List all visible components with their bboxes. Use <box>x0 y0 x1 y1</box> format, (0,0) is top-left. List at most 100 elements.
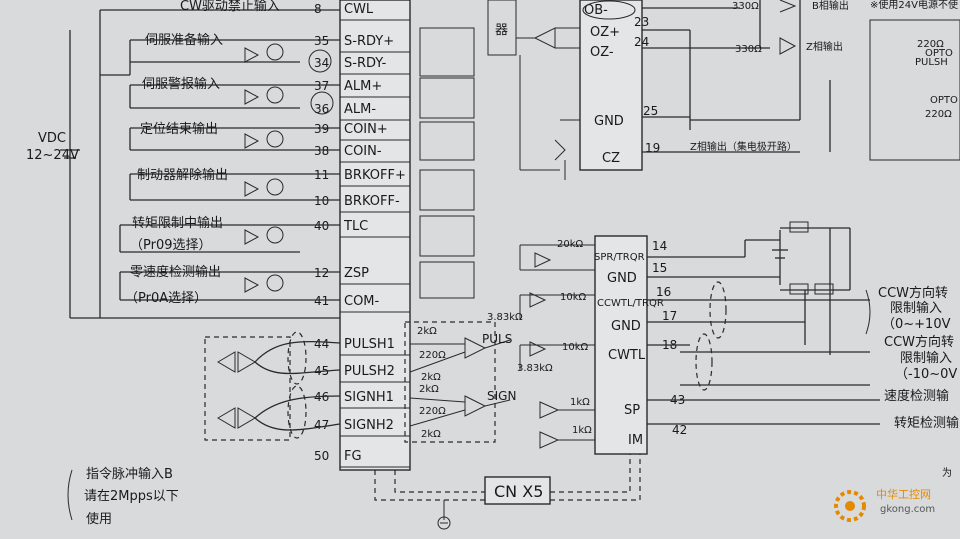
left-pin-label: PULSH1 <box>344 337 395 352</box>
note-line-3: 使用 <box>86 511 112 527</box>
inset-r220-b: 220Ω <box>925 109 952 120</box>
r-330-z: 330Ω <box>735 44 762 55</box>
inset-opto-1: OPTO <box>925 48 953 59</box>
note-line-1: 指令脉冲输入B <box>86 466 173 482</box>
right-pin-number: 15 <box>652 261 667 275</box>
connector-name: CN X5 <box>494 482 543 501</box>
right-pin-label: CCWTL/TRQR <box>597 298 664 309</box>
label-servo-alarm: 伺服警报输入 <box>142 76 220 92</box>
right-pin-number: 19 <box>645 141 660 155</box>
encoder-box-text: 器 <box>495 23 508 38</box>
right-pin-label: SPR/TRQR <box>594 252 645 263</box>
r-383-a: 3.83kΩ <box>487 312 523 323</box>
r-10k-a: 10kΩ <box>560 292 587 303</box>
label-position-done: 定位结束输出 <box>140 121 218 137</box>
right-pin-label: CZ <box>602 151 620 166</box>
left-pin-label: ZSP <box>344 266 369 281</box>
left-pin-number: 50 <box>314 449 329 463</box>
r-1k-a: 1kΩ <box>570 397 590 408</box>
right-pin-label: OZ+ <box>590 25 620 40</box>
right-pin-number: 42 <box>672 423 687 437</box>
left-pin-label: S-RDY+ <box>344 34 394 49</box>
inset-tail: 为 <box>942 467 952 479</box>
left-pin-number: 41 <box>314 294 329 308</box>
ob-circle <box>582 0 636 20</box>
label-cw-drive: CW驱动禁止输入 <box>180 0 280 14</box>
r-220-1: 220Ω <box>419 350 446 361</box>
right-pin-label: GND <box>594 114 624 129</box>
left-pin-label: COIN+ <box>344 122 388 137</box>
pin-34-circle <box>308 49 332 73</box>
cn-x5-box <box>484 476 551 505</box>
left-pin-row: 40 TLC <box>314 219 410 238</box>
left-pin-label: PULSH2 <box>344 364 395 379</box>
left-pin-number: 47 <box>314 418 329 432</box>
left-pin-number: 11 <box>314 168 329 182</box>
label-z-out: Z相输出 <box>806 40 843 53</box>
bracket-ccw <box>865 289 871 335</box>
r-10k-b: 10kΩ <box>562 342 589 353</box>
left-pin-row: 39 COIN+ <box>314 122 410 141</box>
right-wiring <box>642 0 880 425</box>
right-connector-pins: OB-23OZ+24OZ-25GND19CZ14SPR/TRQR15GND16C… <box>584 3 687 448</box>
left-pin-label: COM- <box>344 294 380 309</box>
label-z-open: Z相输出（集电极开路） <box>690 140 797 153</box>
label-torque-limit-param: （Pr09选择） <box>130 238 212 253</box>
line-driver <box>516 27 580 180</box>
right-connector-bottom <box>594 235 648 455</box>
label-cw-tl-2: 限制输入 <box>900 350 952 366</box>
label-cw-tl-1: CCW方向转 <box>884 334 954 350</box>
encoder-box <box>487 0 517 56</box>
left-pin-number: 39 <box>314 122 329 136</box>
left-wiring <box>60 9 340 319</box>
r-2k-4: 2kΩ <box>421 429 441 440</box>
left-pin-label: BRKOFF+ <box>344 168 406 183</box>
inset-r220: 220Ω <box>917 39 944 50</box>
right-pin-label: OZ- <box>590 45 614 60</box>
left-pin-label: TLC <box>343 219 368 234</box>
left-pin-label: COIN- <box>344 144 382 159</box>
left-pin-number: 12 <box>314 266 329 280</box>
pulse-input-circuit <box>204 321 511 443</box>
left-pin-label: ALM- <box>344 102 376 117</box>
inset-note: ※使用24V电源不使 <box>870 0 958 11</box>
right-pin-label: SP <box>624 403 640 418</box>
right-pin-label: IM <box>628 433 643 448</box>
label-servo-ready: 伺服准备输入 <box>145 32 223 48</box>
left-pin-number: 40 <box>314 219 329 233</box>
r-383-b: 3.83kΩ <box>517 363 553 374</box>
label-torque-limit: 转矩限制中输出 <box>132 215 223 231</box>
label-cw-tl-3: （-10~0V <box>895 367 957 382</box>
supply-range: 12~24V <box>26 148 79 163</box>
right-pin-number: 23 <box>634 15 649 29</box>
watermark-logo <box>834 490 866 522</box>
label-ccw-tl-3: （0~+10V <box>882 317 951 332</box>
r-2k-1: 2kΩ <box>417 326 437 337</box>
left-pin-label: ALM+ <box>344 79 382 94</box>
left-pin-row: 41 COM- <box>314 294 410 313</box>
label-b-out: B相输出 <box>812 0 849 12</box>
label-zero-speed: 零速度检测输出 <box>130 264 221 280</box>
label-torque-mon: 转矩检测输 <box>894 415 959 431</box>
label-speed-mon: 速度检测输 <box>884 388 949 404</box>
right-pin-label: OB- <box>584 3 608 18</box>
inset-box <box>869 19 960 161</box>
left-pin-label: BRKOFF- <box>344 194 400 209</box>
inset-pulsh: PULSH <box>915 57 948 68</box>
r-2k-3: 2kΩ <box>419 384 439 395</box>
r-20k: 20kΩ <box>557 239 584 250</box>
left-pin-number: 37 <box>314 79 329 93</box>
left-pin-number: 34 <box>314 56 329 70</box>
left-pin-row: 37 ALM+ <box>314 79 410 98</box>
left-pin-number: 38 <box>314 144 329 158</box>
label-brake-release: 制动器解除输出 <box>137 167 228 183</box>
r-1k-b: 1kΩ <box>572 425 592 436</box>
left-pin-number: 44 <box>314 337 329 351</box>
left-pin-row: 38 COIN- <box>314 144 410 163</box>
